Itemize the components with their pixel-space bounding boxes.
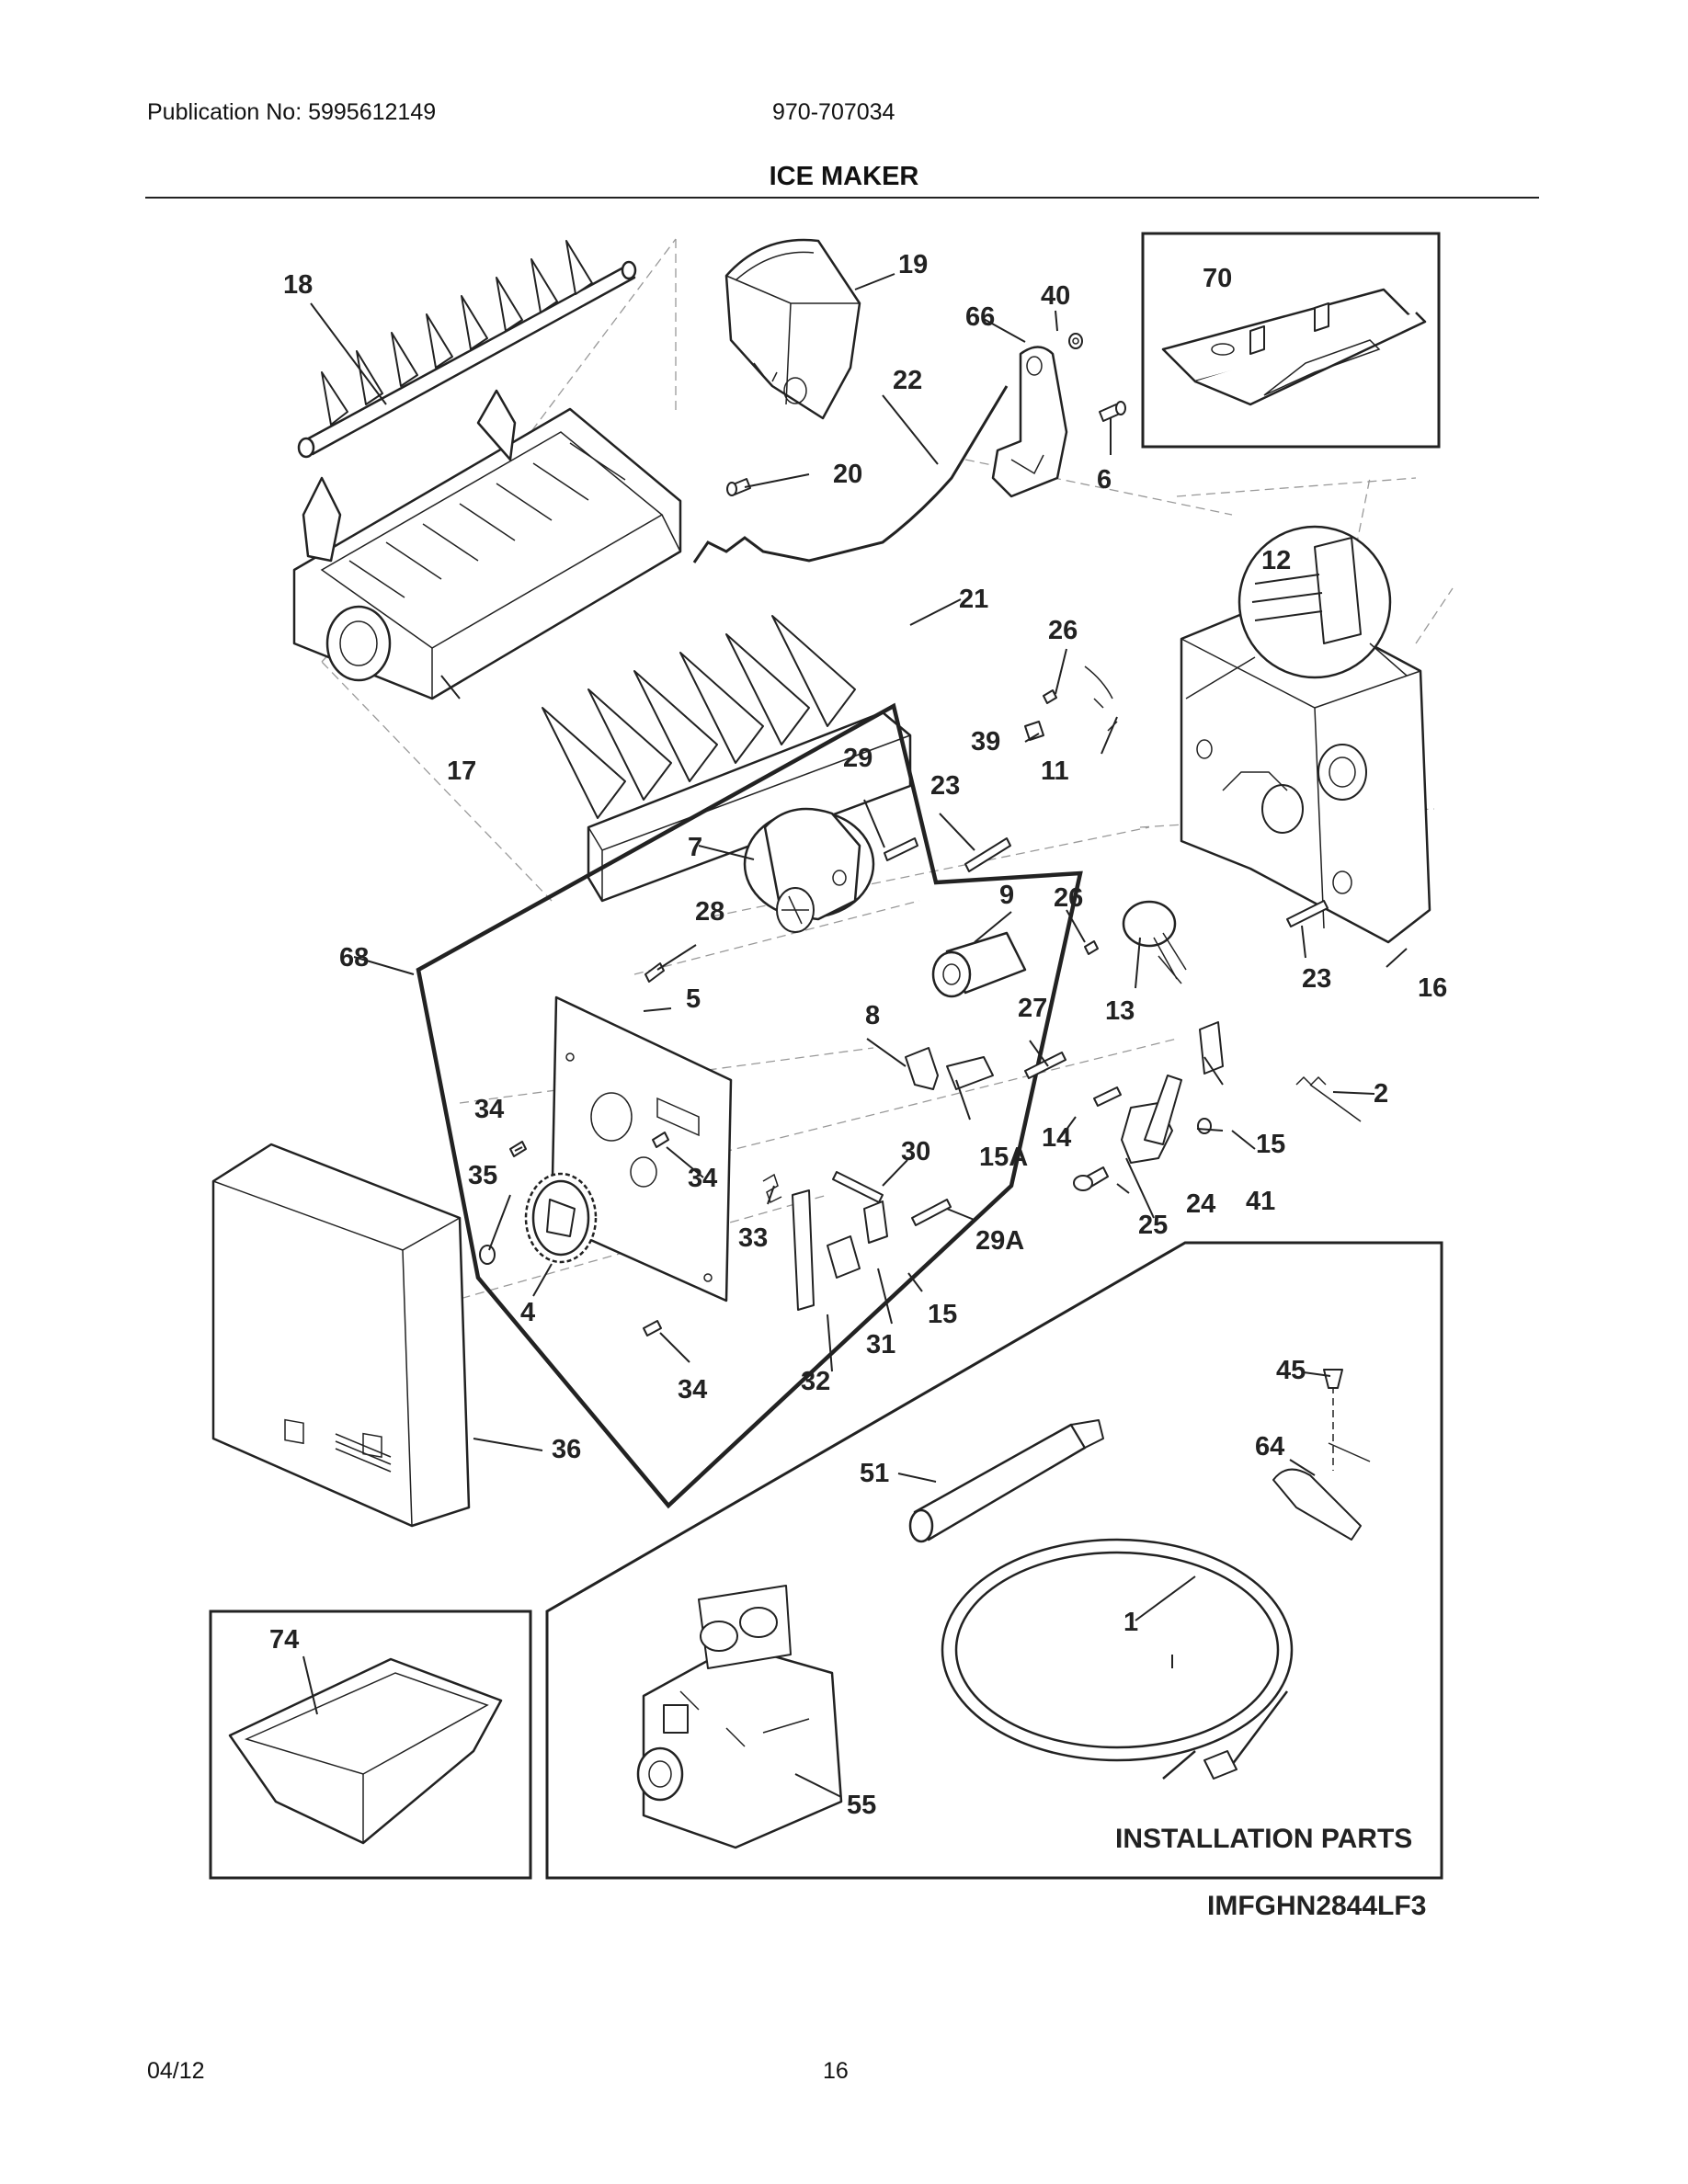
ice-bin-part (228, 1657, 503, 1845)
tubing-coil-part (941, 1538, 1294, 1780)
linkage-part (991, 346, 1068, 498)
switch-parts (863, 1021, 1224, 1244)
callout-label: 40 (1041, 281, 1070, 311)
callout-label: 64 (1255, 1432, 1284, 1462)
callout-label: 24 (1186, 1189, 1215, 1219)
callout-label: 30 (901, 1137, 930, 1166)
gear-coupler-part (931, 931, 1027, 998)
callout-label: 34 (474, 1095, 504, 1124)
callout-label: 74 (269, 1625, 299, 1655)
installation-parts-box (545, 1241, 1443, 1880)
callout-label: 34 (678, 1375, 707, 1405)
callout-label: 2 (1374, 1079, 1388, 1109)
callout-label: 15A (979, 1143, 1028, 1172)
callout-label: 26 (1048, 616, 1078, 645)
control-housing-part (1180, 525, 1431, 944)
callout-label: 12 (1261, 546, 1291, 575)
callout-label: 31 (866, 1330, 895, 1359)
callout-label: 32 (801, 1367, 830, 1396)
thermostat-part (1122, 900, 1187, 984)
footer-page-number: 16 (823, 2058, 849, 2084)
diagram-code: IMFGHN2844LF3 (1207, 1891, 1426, 1921)
callout-label: 20 (833, 460, 862, 489)
callout-label: 16 (1418, 973, 1447, 1003)
tube-clamp-part (1272, 1369, 1371, 1541)
ice-bin-inset-box (209, 1610, 532, 1880)
model-number: 970-707034 (772, 99, 895, 125)
callout-leaders (302, 273, 1408, 1798)
callout-label: 9 (999, 881, 1014, 910)
callout-label: 28 (695, 897, 724, 927)
timing-gear-part (524, 1172, 598, 1264)
assembly-boundary-outline (416, 702, 1083, 1509)
shutoff-arm-part (692, 385, 1009, 563)
callout-label: 21 (959, 585, 988, 614)
callout-label: 1 (1123, 1608, 1138, 1637)
callout-label: 5 (686, 984, 701, 1014)
callout-label: 51 (860, 1459, 889, 1488)
water-valve-part (636, 1585, 843, 1849)
ice-mold-part (292, 389, 682, 700)
motor-part (743, 807, 875, 933)
page-title: ICE MAKER (769, 162, 919, 191)
callout-label: 41 (1246, 1187, 1275, 1216)
installation-parts-label: INSTALLATION PARTS (1115, 1824, 1412, 1854)
bracket-inset-box (1141, 232, 1441, 449)
callout-label: 25 (1138, 1211, 1168, 1240)
callout-label: 66 (965, 302, 995, 332)
bracket-clip-parts (792, 665, 1118, 1311)
mounting-bracket-part (1161, 288, 1427, 406)
callout-label: 27 (1018, 994, 1047, 1023)
callout-label: 8 (865, 1001, 880, 1030)
callout-label: 33 (738, 1223, 768, 1253)
callout-label: 19 (898, 250, 928, 279)
callout-label: 13 (1105, 996, 1135, 1026)
callout-label: 23 (930, 771, 960, 801)
screws (479, 689, 1329, 1337)
publication-number: Publication No: 5995612149 (147, 99, 437, 125)
callout-label: 14 (1042, 1123, 1071, 1153)
callout-label: 23 (1302, 964, 1331, 994)
callout-label: 17 (447, 756, 476, 786)
callout-label: 7 (688, 833, 702, 862)
callout-label: 22 (893, 366, 922, 395)
front-cover-part (211, 1143, 471, 1528)
callout-label: 26 (1054, 883, 1083, 913)
callout-label: 45 (1276, 1356, 1306, 1385)
callout-label: 15 (1256, 1130, 1285, 1159)
callout-label: 29A (975, 1226, 1024, 1256)
small-hardware (726, 333, 1126, 496)
callout-label: 55 (847, 1791, 876, 1820)
callout-label: 34 (688, 1164, 717, 1193)
callout-label: 15 (928, 1300, 957, 1329)
callout-label: 18 (283, 270, 313, 300)
fill-tube-part (908, 1419, 1104, 1543)
mounting-plate-part (550, 995, 733, 1302)
arm-and-hardware (1073, 1075, 1362, 1191)
callout-label: 39 (971, 727, 1000, 756)
callout-label: 4 (520, 1298, 535, 1327)
callout-label: 70 (1203, 264, 1232, 293)
callout-label: 11 (1041, 756, 1069, 786)
callout-label: 68 (339, 943, 369, 973)
callout-label: 35 (468, 1161, 497, 1190)
callout-label: 36 (552, 1435, 581, 1464)
callout-label: 29 (843, 744, 873, 773)
ejector-blade-part (297, 240, 637, 459)
fill-cup-part (724, 238, 861, 420)
callout-label: 6 (1097, 465, 1112, 495)
title-rule (145, 197, 1539, 199)
footer-date: 04/12 (147, 2058, 205, 2084)
